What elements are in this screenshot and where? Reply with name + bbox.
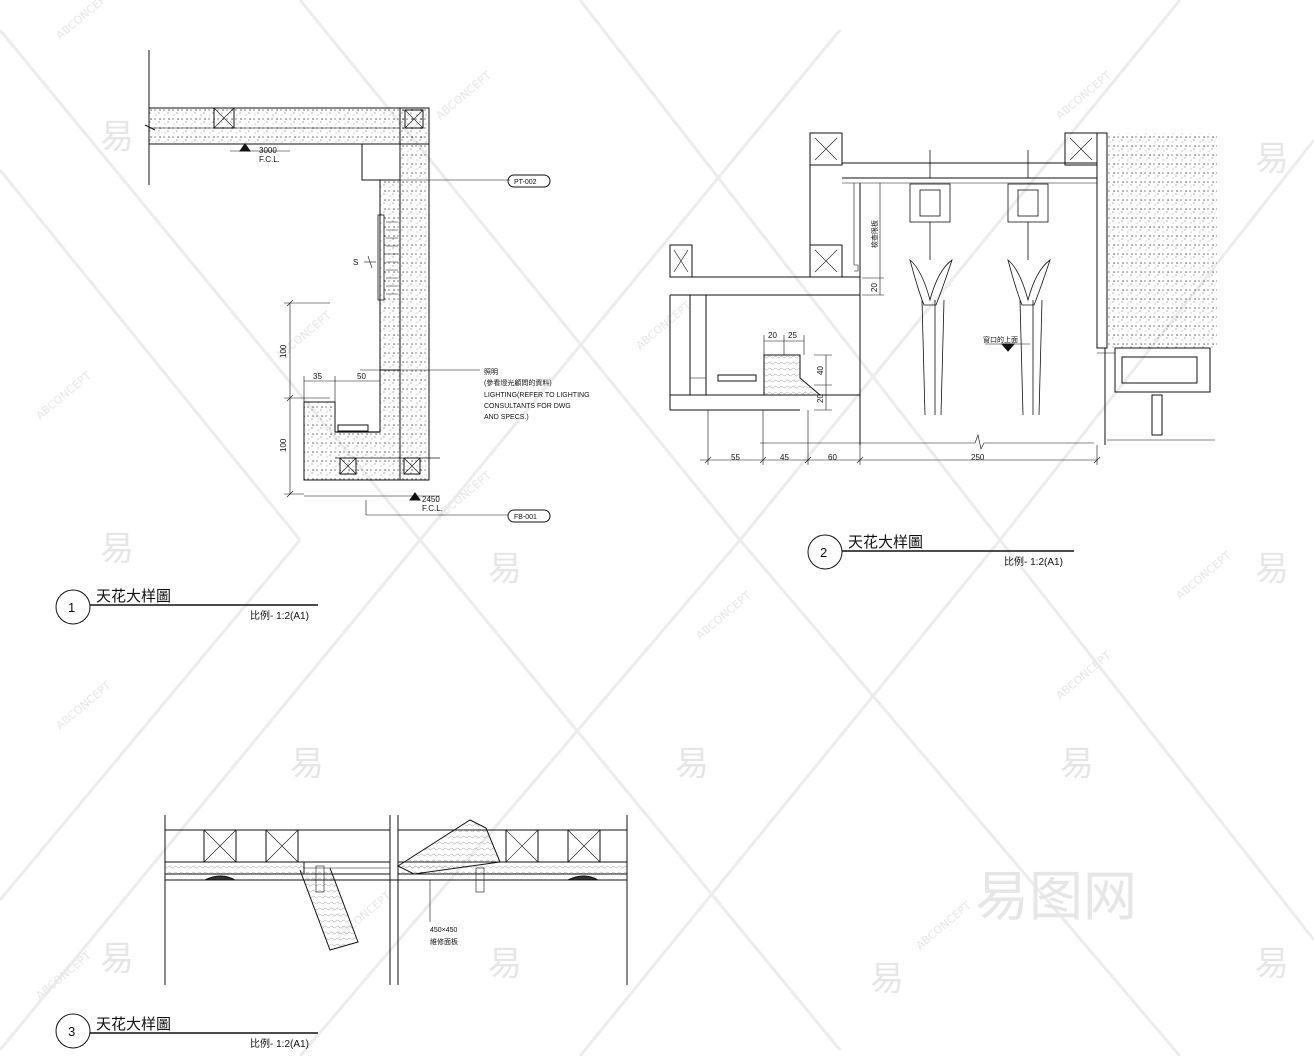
wm-glyph: 易 (100, 939, 134, 979)
curtain-hanger (909, 150, 953, 416)
wm-brand: ABCONCEPT (634, 299, 694, 352)
detail-number: 2 (820, 545, 827, 560)
detail-scale: 比例- 1:2(A1) (250, 1037, 309, 1050)
detail-title: 天花大样圖 (848, 533, 923, 551)
dim-60: 60 (828, 453, 837, 462)
curtain-hanger (1007, 150, 1051, 416)
wm-glyph: 易 (870, 959, 904, 999)
dim-20-right: 20 (816, 394, 825, 403)
dim-250: 250 (971, 453, 985, 462)
note-line-1: 照明 (484, 368, 498, 376)
detail-scale: 比例- 1:2(A1) (1004, 555, 1063, 568)
wm-logo: 易图网 (975, 865, 1137, 928)
note-line-5: AND SPECS.) (484, 414, 529, 421)
panel-size: 450×450 (430, 927, 458, 934)
dim-20-vertical: 20 (870, 283, 879, 292)
wm-brand: ABCONCEPT (914, 899, 974, 952)
detail-3-text: 450×450 維修面板 (430, 927, 458, 946)
wm-glyph: 易 (488, 944, 522, 984)
dim-55: 55 (731, 453, 740, 462)
timber-block (203, 829, 601, 863)
wm-brand: ABCONCEPT (34, 369, 94, 422)
dim-100-upper: 100 (279, 344, 288, 358)
wm-brand: ABCONCEPT (434, 469, 494, 522)
dim-100-lower: 100 (279, 438, 288, 452)
detail-title: 天花大样圖 (96, 1015, 171, 1033)
tag-top-label: PT-002 (514, 179, 537, 186)
dim-35: 35 (313, 372, 322, 381)
dim-25-top: 25 (788, 331, 797, 340)
wm-glyph: 易 (675, 744, 709, 784)
watermark-glyphs: 易 易 易 易 易 易 易 易 易 易 易 易 ABCONCEPT ABCONC… (34, 0, 1289, 1002)
detail-number: 1 (68, 600, 75, 615)
note-line-2: (參看燈光顧問的資料) (484, 378, 552, 387)
title-block-1: 1 天花大样圖 比例- 1:2(A1) (55, 587, 318, 625)
tag-bottom-label: FB-001 (514, 514, 537, 521)
wm-brand: ABCONCEPT (34, 949, 94, 1002)
dim-50: 50 (357, 372, 366, 381)
wm-glyph: 易 (1255, 944, 1289, 984)
wm-glyph: 易 (290, 744, 324, 784)
wm-glyph: 易 (100, 529, 134, 569)
detail-1 (144, 50, 551, 523)
detail-scale: 比例- 1:2(A1) (250, 609, 309, 622)
wm-brand: ABCONCEPT (54, 0, 114, 42)
title-block-3: 3 天花大样圖 比例- 1:2(A1) (55, 1013, 318, 1050)
wm-brand: ABCONCEPT (694, 589, 754, 642)
wm-glyph: 易 (488, 549, 522, 589)
level-top-unit: F.C.L. (259, 155, 280, 164)
panel-label: 維修面板 (430, 937, 458, 946)
wm-glyph: 易 (1255, 139, 1289, 179)
wm-brand: ABCONCEPT (54, 679, 114, 732)
level-bottom-unit: F.C.L. (422, 504, 443, 513)
label-vertical: 檢查限板 (870, 220, 879, 248)
detail-2 (669, 132, 1217, 465)
tag-fb-001 (507, 509, 551, 523)
wm-brand: ABCONCEPT (1174, 549, 1234, 602)
wm-glyph: 易 (100, 117, 134, 157)
note-line-4: CONSULTANTS FOR DWG (484, 403, 571, 410)
dim-20-top: 20 (768, 331, 777, 340)
dim-40: 40 (816, 366, 825, 375)
wm-glyph: 易 (1255, 549, 1289, 589)
detail-number: 3 (68, 1024, 75, 1039)
tag-pt-002 (507, 174, 551, 188)
label-window-head: 窗口的上面 (983, 335, 1018, 344)
wm-brand: ABCONCEPT (1054, 69, 1114, 122)
detail-1-text: 3000 F.C.L. 2450 F.C.L. PT-002 FB-001 S … (259, 146, 590, 521)
switch-label: S (353, 258, 358, 267)
note-line-3: LIGHTING(REFER TO LIGHTING (484, 392, 590, 399)
detail-title: 天花大样圖 (96, 587, 171, 605)
title-block-2: 2 天花大样圖 比例- 1:2(A1) (807, 533, 1074, 570)
wm-glyph: 易 (1060, 744, 1094, 784)
wm-brand: ABCONCEPT (434, 69, 494, 122)
level-bottom-value: 2450 (422, 495, 440, 504)
level-top-value: 3000 (259, 146, 277, 155)
detail-3 (164, 815, 628, 985)
detail-2-text: 55 45 60 250 20 25 40 20 20 檢查限板 窗口的上面 (731, 220, 1018, 462)
dim-45: 45 (780, 453, 789, 462)
